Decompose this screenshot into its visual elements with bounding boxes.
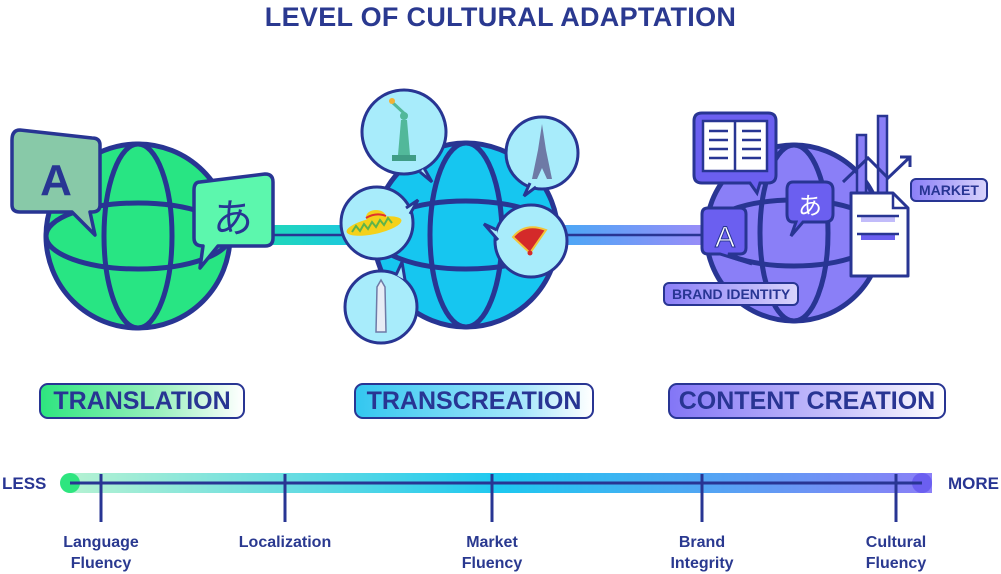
scale-more-label: MORE [948,474,999,493]
scale-less-label: LESS [2,474,47,493]
svg-text:A: A [40,156,72,205]
svg-text:あ: あ [213,196,253,242]
eiffel-tower-icon [504,115,580,198]
connector-2 [560,225,705,245]
sombrero-icon [339,185,420,261]
adaptation-scale [60,473,932,522]
speech-bubble-latin-a-icon: A [700,206,753,266]
stage-label-content-creation: CONTENT CREATION [668,383,946,419]
tick-label-localization: Localization [238,534,332,551]
speech-bubble-hiragana-a-icon: あ [192,172,275,270]
stage-label-transcreation: TRANSCREATION [354,383,594,419]
document-icon [849,191,910,278]
statue-of-liberty-icon [360,88,448,184]
hand-fan-icon [482,203,569,279]
stage-label-text: TRANSLATION [53,386,231,415]
brand-identity-tag: BRAND IDENTITY [663,282,800,306]
connector-1 [265,225,355,245]
obelisk-icon [343,256,419,345]
bar-chart-icon [841,114,912,199]
stage-label-translation: TRANSLATION [39,383,245,419]
speech-bubble-hiragana-a-icon: あ [785,180,835,237]
diagram-title: LEVEL OF CULTURAL ADAPTATION [264,2,737,32]
market-tag: MARKET [910,178,988,202]
speech-bubble-latin-a-icon: A [10,128,102,237]
stage-label-text: TRANSCREATION [366,386,582,415]
open-book-icon [692,111,778,197]
svg-text:あ: あ [798,192,822,220]
stage-label-text: CONTENT CREATION [678,386,936,415]
svg-text:A: A [715,221,735,254]
